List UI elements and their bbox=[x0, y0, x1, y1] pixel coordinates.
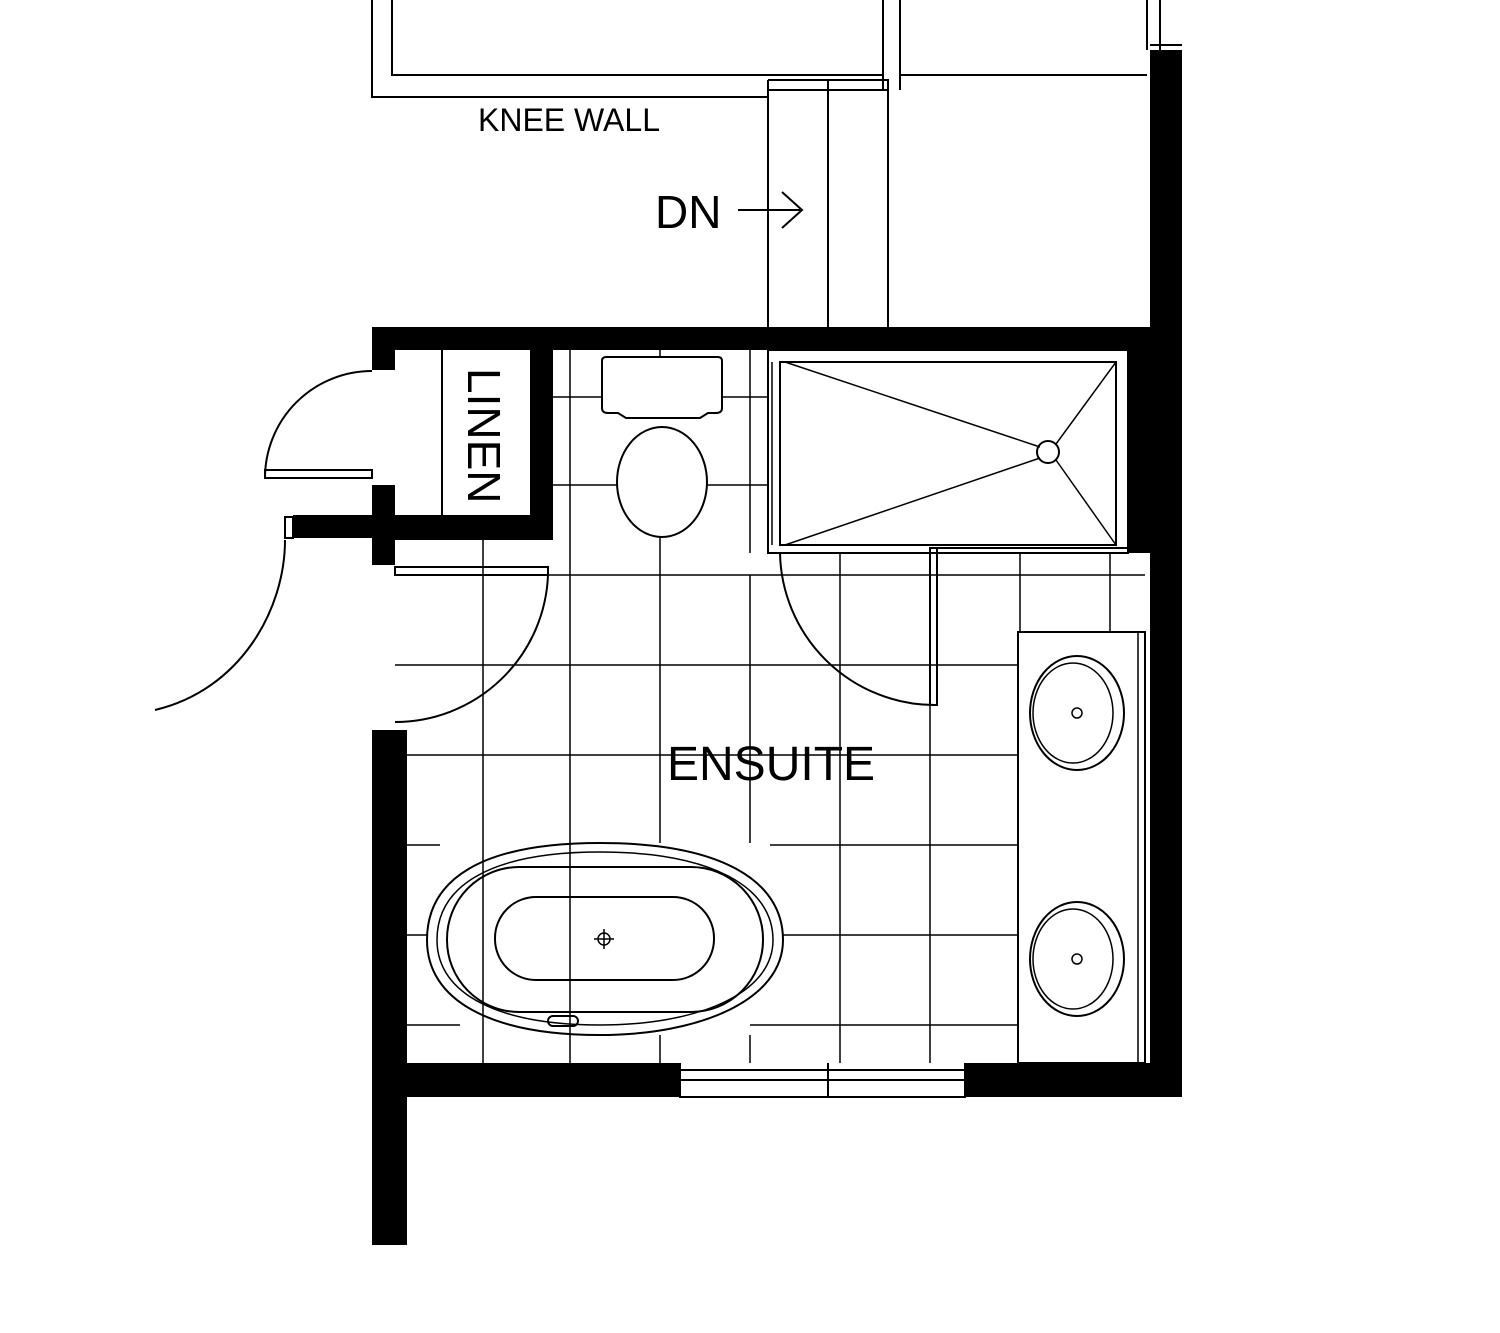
floor-tile-grid bbox=[395, 350, 1145, 1063]
shower-door[interactable] bbox=[779, 547, 1128, 706]
down-label: DN bbox=[655, 186, 721, 238]
stair-direction-arrow-icon bbox=[738, 191, 804, 229]
hall-door[interactable] bbox=[154, 516, 294, 711]
linen-label: LINEN bbox=[458, 368, 510, 503]
toilet-icon bbox=[601, 356, 723, 538]
walls bbox=[293, 50, 1182, 1245]
shower-icon bbox=[767, 349, 1129, 554]
ensuite-door[interactable] bbox=[394, 566, 549, 724]
knee-wall-area bbox=[371, 0, 1182, 327]
window bbox=[679, 1063, 966, 1098]
vanity-icon bbox=[1017, 631, 1146, 1064]
linen-door[interactable] bbox=[264, 370, 373, 479]
knee-wall-label: KNEE WALL bbox=[478, 102, 660, 138]
bathtub-icon bbox=[425, 841, 785, 1037]
room-label: ENSUITE bbox=[667, 738, 875, 791]
